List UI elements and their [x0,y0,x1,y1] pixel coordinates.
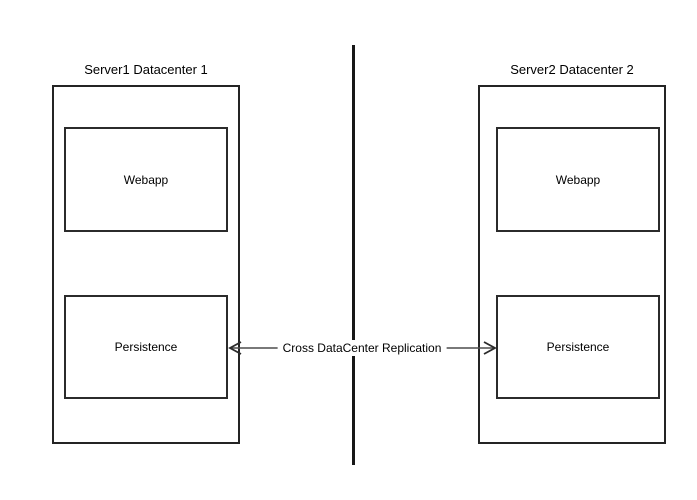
server1-persistence-label: Persistence [114,340,178,354]
server1-title: Server1 Datacenter 1 [84,62,208,77]
server1-webapp-box: Webapp [64,127,228,232]
server1-webapp-label: Webapp [123,172,169,187]
server1-persistence-box: Persistence [64,295,228,399]
datacenter-divider-line [352,45,355,465]
server2-persistence-box: Persistence [496,295,660,399]
server2-webapp-box: Webapp [496,127,660,232]
arrowhead-right-icon [483,341,497,355]
server2-title: Server2 Datacenter 2 [510,62,634,77]
arrowhead-left-icon [228,341,242,355]
replication-arrow-label: Cross DataCenter Replication [277,340,447,356]
server2-webapp-label: Webapp [555,172,601,187]
server2-persistence-label: Persistence [546,340,610,354]
